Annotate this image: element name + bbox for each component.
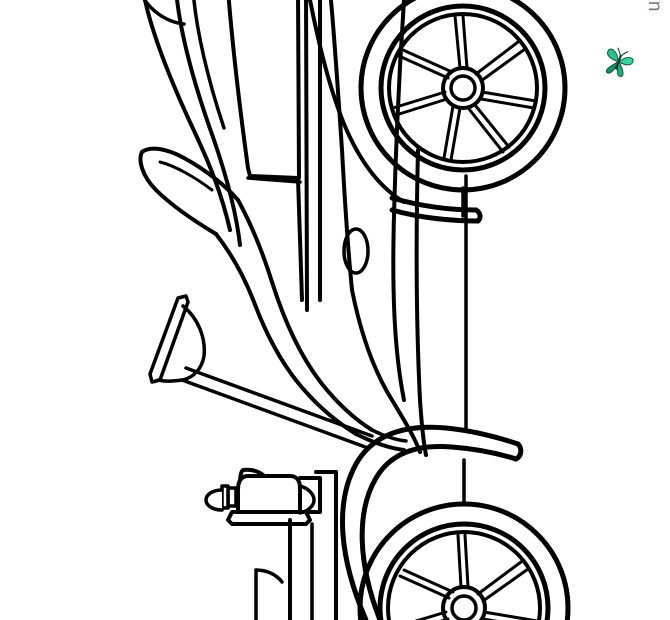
cabin-frame [226,0,322,312]
seat [138,146,408,452]
front-fender [340,424,524,620]
rear-fender [308,0,483,224]
roof-bows [142,0,242,247]
car-body [328,0,428,457]
rear-wheel [358,0,568,193]
running-board [464,174,468,432]
steering-wheel [148,294,374,450]
door-handle [342,227,370,275]
chassis-detail [254,470,338,620]
front-wheel [357,501,571,620]
headlamp [204,467,338,526]
axle-lines [461,186,466,506]
